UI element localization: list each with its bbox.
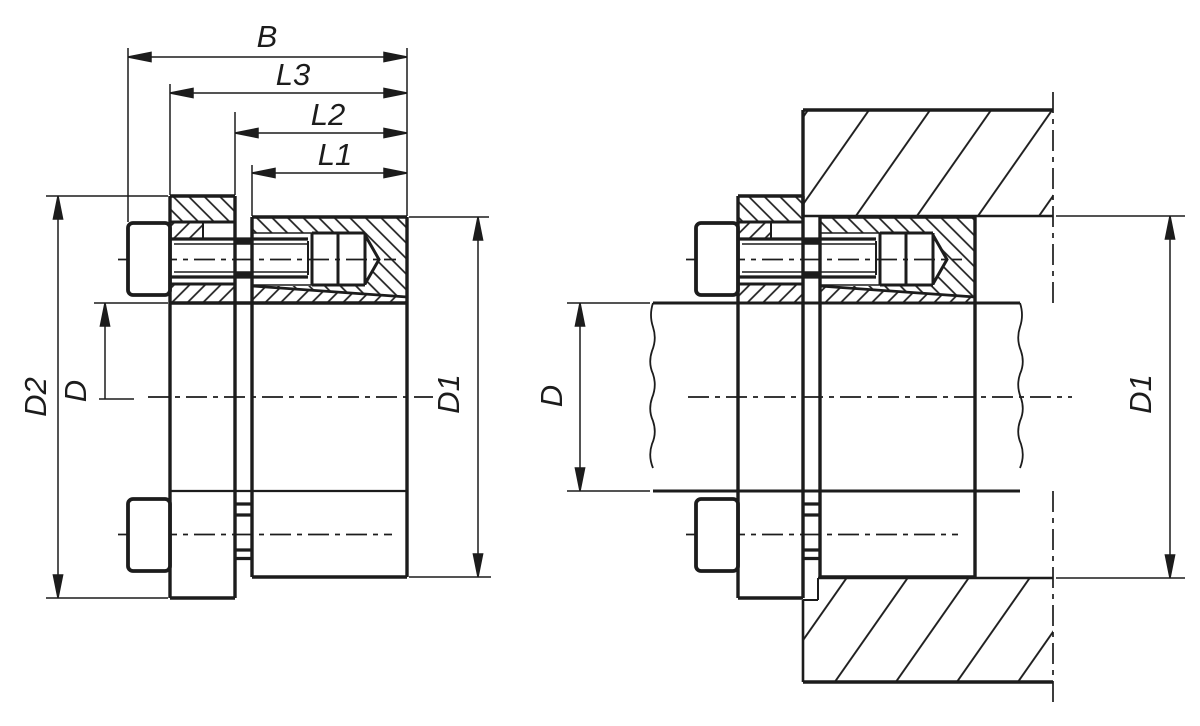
lower-screw-right: [694, 497, 820, 573]
left-view-dimensions: [46, 48, 491, 599]
upper-screw-head: [126, 221, 172, 297]
upper-screw: [126, 221, 381, 297]
lower-screw: [126, 497, 252, 573]
flange-step-section: [170, 222, 203, 238]
shaft-break-line-right: [1017, 302, 1024, 469]
hub-sections: [803, 110, 1053, 682]
dim-label-l2: L2: [311, 97, 345, 132]
inner-sleeve-section: [252, 286, 407, 303]
right-view-dimensions: [567, 215, 1185, 579]
dim-label-d2: D2: [18, 377, 53, 417]
dim-label-d1-right: D1: [1123, 374, 1158, 414]
flange-lower-section: [170, 284, 235, 303]
upper-screw-right: [694, 221, 949, 297]
shaft-break-line-left: [649, 302, 656, 469]
shaft: [649, 301, 1024, 493]
dim-label-l3: L3: [276, 57, 310, 92]
right-view-dim-labels: D D1: [534, 374, 1158, 414]
screw-cone-point-right: [931, 234, 949, 285]
lower-screw-head-right: [694, 497, 740, 573]
dim-label-l1: L1: [318, 137, 352, 172]
dim-label-d1-left: D1: [431, 374, 466, 414]
hub-lower-section: [803, 578, 1053, 682]
dim-label-b: B: [257, 19, 278, 54]
dim-label-d-right: D: [534, 385, 569, 407]
hub-upper-section: [803, 110, 1053, 216]
lower-screw-head: [126, 497, 172, 573]
dim-label-d-left: D: [58, 380, 93, 402]
left-view: B L3 L2 L1 D2 D D1: [18, 19, 491, 600]
upper-screw-head-right: [694, 221, 740, 297]
right-view: D D1: [534, 92, 1185, 702]
screw-cone-point: [363, 234, 381, 285]
flange-top-section: [170, 196, 235, 222]
left-view-dim-labels: B L3 L2 L1 D2 D D1: [18, 19, 466, 417]
